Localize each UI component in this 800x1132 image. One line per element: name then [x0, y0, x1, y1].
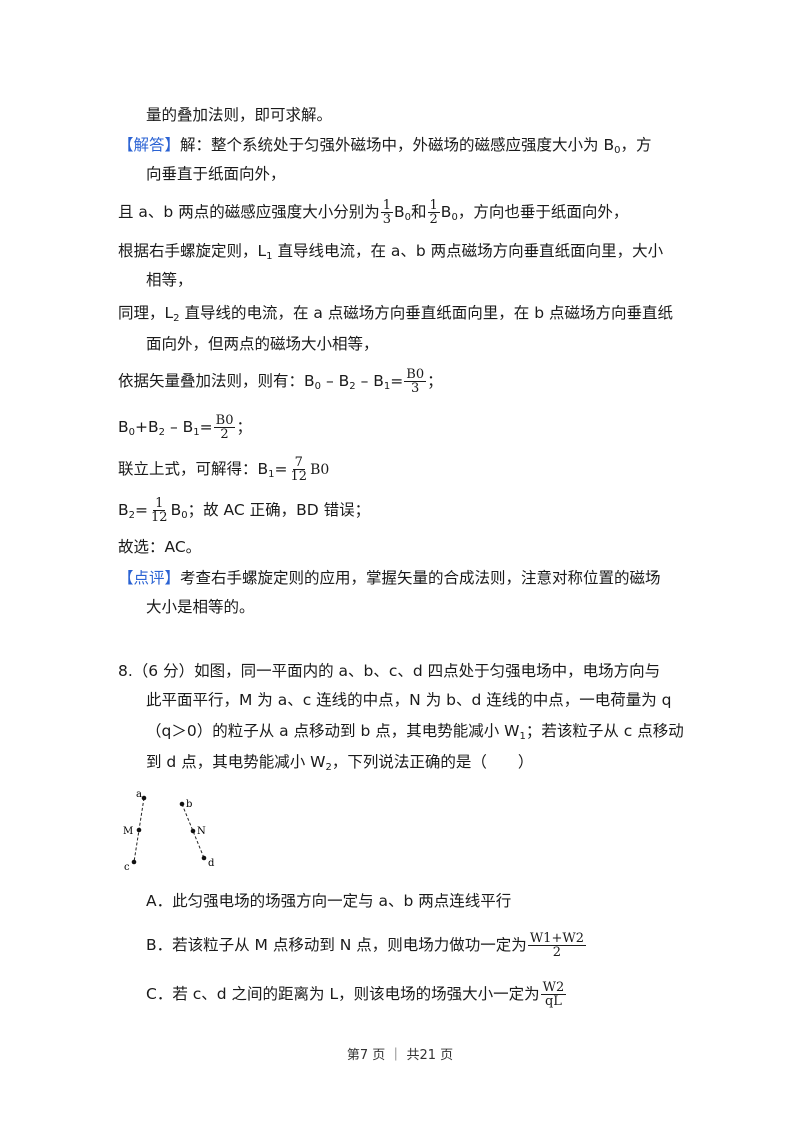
label-d: d [208, 858, 215, 869]
text-line: 【解答】解：整个系统处于匀强外磁场中，外磁场的磁感应强度大小为 B0，方 [118, 136, 652, 156]
comment-tag: 【点评】 [118, 569, 181, 587]
page-footer: 第7 页 ｜ 共21 页 [346, 1048, 454, 1063]
option-a: A．此匀强电场的场强方向一定与 a、b 两点连线平行 [146, 892, 512, 910]
label-n: N [197, 826, 206, 837]
text-line: 向垂直于纸面向外， [146, 165, 286, 183]
label-b: b [186, 799, 192, 810]
question-line: 到 d 点，其电势能减小 W2，下列说法正确的是（ ） [146, 753, 534, 773]
text-line: 根据右手螺旋定则，L1 直导线电流，在 a、b 两点磁场方向垂直纸面向里，大小 [118, 242, 664, 262]
point-d [201, 855, 207, 861]
label-m: M [123, 826, 133, 837]
answer-tag: 【解答】 [118, 136, 181, 154]
point-n [190, 828, 196, 834]
point-a [141, 795, 147, 801]
label-c: c [124, 862, 130, 873]
question-line: 8.（6 分）如图，同一平面内的 a、b、c、d 四点处于匀强电场中，电场方向与 [118, 662, 661, 680]
text-line: 同理，L2 直导线的电流，在 a 点磁场方向垂直纸面向里，在 b 点磁场方向垂直… [118, 304, 673, 324]
label-a: a [136, 789, 142, 800]
points-figure: a M c b N d [123, 789, 215, 873]
point-m [136, 827, 142, 833]
text-line: 量的叠加法则，即可求解。 [146, 106, 333, 124]
text-line: 相等， [146, 271, 193, 289]
text-line: 面向外，但两点的磁场大小相等， [146, 335, 379, 353]
point-b [179, 801, 185, 807]
point-c [131, 859, 137, 865]
question-line: （q＞0）的粒子从 a 点移动到 b 点，其电势能减小 W1；若该粒子从 c 点… [146, 722, 684, 742]
text-line: 【点评】考查右手螺旋定则的应用，掌握矢量的合成法则，注意对称位置的磁场 [118, 569, 661, 587]
text-line: 大小是相等的。 [146, 598, 255, 616]
question-line: 此平面平行，M 为 a、c 连线的中点，N 为 b、d 连线的中点，一电荷量为 … [146, 691, 672, 709]
text-line: 故选：AC。 [118, 538, 202, 556]
